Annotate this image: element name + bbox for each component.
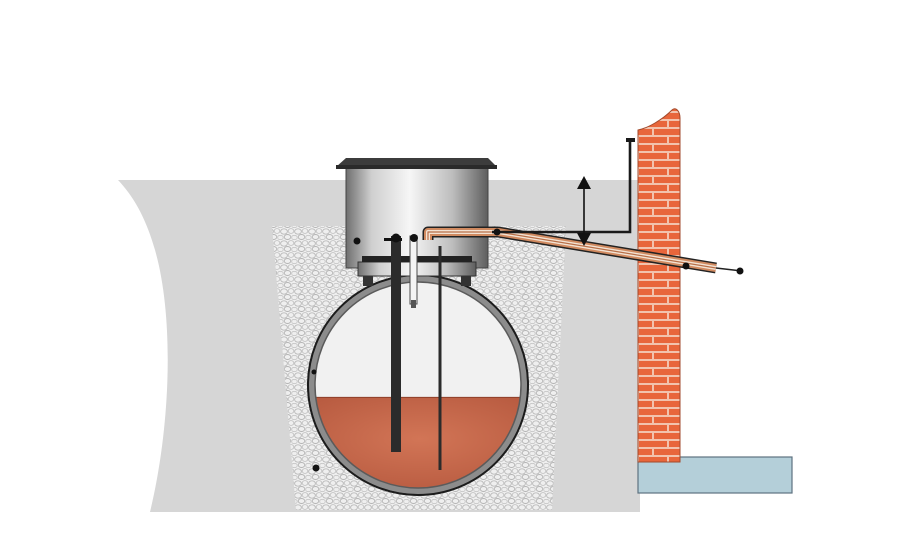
suction-pipe [384, 233, 402, 452]
foundation-slab [637, 456, 793, 494]
vent-pipe [492, 138, 635, 236]
marker-dot [312, 464, 320, 472]
marker-dot [311, 369, 317, 375]
brick-wall [637, 108, 681, 463]
outlet-pipe [422, 226, 744, 275]
double-arrow-vertical-icon [577, 176, 591, 246]
level-probe [409, 234, 418, 308]
marker-dot [353, 237, 361, 245]
tank-shaft [336, 158, 497, 269]
